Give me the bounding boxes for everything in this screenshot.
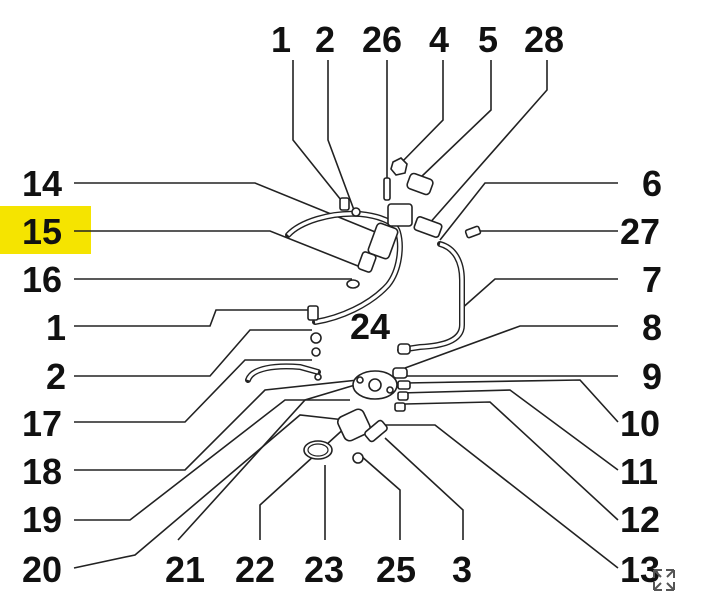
callout-28: 28 — [524, 19, 564, 60]
callout-8: 8 — [642, 307, 662, 348]
callouts-left: 14 15 16 1 2 17 18 19 20 — [22, 163, 66, 590]
callout-3: 3 — [452, 549, 472, 590]
callout-25: 25 — [376, 549, 416, 590]
callout-10: 10 — [620, 403, 660, 444]
callout-2-left: 2 — [46, 356, 66, 397]
callout-14: 14 — [22, 163, 62, 204]
callout-18: 18 — [22, 451, 62, 492]
callouts-top: 1 2 26 4 5 28 — [271, 19, 564, 60]
callout-15: 15 — [22, 211, 62, 252]
callout-12: 12 — [620, 499, 660, 540]
callout-17: 17 — [22, 403, 62, 444]
callout-24: 24 — [350, 306, 390, 347]
callout-1-left: 1 — [46, 307, 66, 348]
callout-6: 6 — [642, 163, 662, 204]
leader-lines — [73, 60, 619, 569]
callout-19: 19 — [22, 499, 62, 540]
expand-icon[interactable] — [653, 569, 675, 591]
callout-21: 21 — [165, 549, 205, 590]
callout-9: 9 — [642, 356, 662, 397]
callout-5: 5 — [478, 19, 498, 60]
highlight-box-15 — [0, 206, 91, 254]
parts — [245, 157, 482, 464]
callouts-right: 6 27 7 8 9 10 11 12 13 — [620, 163, 662, 590]
callout-20: 20 — [22, 549, 62, 590]
callout-2-top: 2 — [315, 19, 335, 60]
callout-16: 16 — [22, 259, 62, 300]
callout-1-top: 1 — [271, 19, 291, 60]
callout-11: 11 — [620, 451, 658, 492]
callout-23: 23 — [304, 549, 344, 590]
callouts-bottom: 21 22 23 25 3 — [165, 549, 472, 590]
callout-26: 26 — [362, 19, 402, 60]
callout-27: 27 — [620, 211, 660, 252]
callout-7: 7 — [642, 259, 662, 300]
callout-4: 4 — [429, 19, 449, 60]
callout-22: 22 — [235, 549, 275, 590]
